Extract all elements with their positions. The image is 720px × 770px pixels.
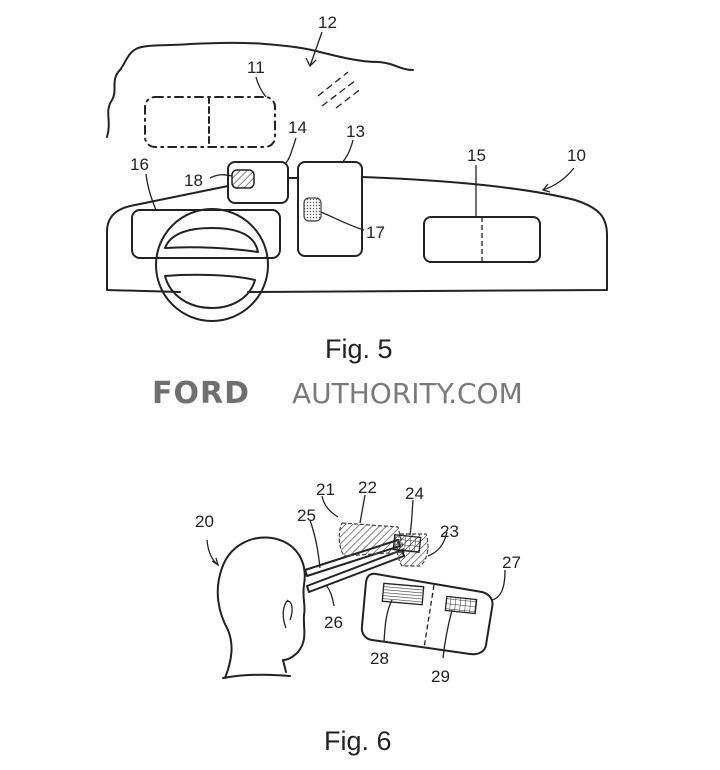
display-13 bbox=[297, 161, 363, 257]
label-15: 15 bbox=[467, 146, 486, 165]
mirror-22 bbox=[338, 522, 405, 557]
label-18: 18 bbox=[184, 171, 203, 190]
label-26: 26 bbox=[324, 613, 343, 632]
label-10: 10 bbox=[567, 146, 586, 165]
label-12: 12 bbox=[318, 13, 337, 32]
label-17: 17 bbox=[366, 223, 385, 242]
label-14: 14 bbox=[288, 118, 307, 137]
fig5-caption: Fig. 5 bbox=[325, 334, 393, 364]
ear bbox=[282, 599, 293, 629]
label-20: 20 bbox=[195, 512, 214, 531]
label-25: 25 bbox=[297, 506, 316, 525]
image-24 bbox=[392, 533, 422, 554]
windshield-12 bbox=[106, 41, 414, 138]
label-24: 24 bbox=[405, 484, 424, 503]
label-16: 16 bbox=[130, 155, 149, 174]
label-28: 28 bbox=[370, 649, 389, 668]
label-22: 22 bbox=[358, 478, 377, 497]
watermark: FORD AUTHORITY.COM bbox=[152, 376, 523, 411]
label-21: 21 bbox=[316, 480, 335, 499]
figure-5: 12 11 14 13 15 10 16 18 17 Fig. 5 bbox=[106, 13, 608, 364]
watermark-brand: FORD bbox=[152, 376, 250, 411]
label-11: 11 bbox=[247, 58, 265, 77]
dashboard-10 bbox=[106, 176, 608, 293]
glare-lines bbox=[317, 71, 363, 109]
fig6-caption: Fig. 6 bbox=[324, 726, 392, 756]
label-23: 23 bbox=[440, 522, 459, 541]
watermark-domain: AUTHORITY.COM bbox=[292, 377, 523, 410]
sensor-18 bbox=[231, 169, 255, 189]
head-20 bbox=[216, 536, 306, 679]
label-29: 29 bbox=[431, 667, 450, 686]
display-27 bbox=[360, 572, 494, 656]
steering-wheel bbox=[155, 208, 269, 322]
sensor-17 bbox=[303, 197, 322, 222]
label-13: 13 bbox=[346, 122, 365, 141]
label-27: 27 bbox=[502, 553, 521, 572]
zone-28 bbox=[381, 582, 425, 606]
display-14 bbox=[227, 161, 289, 204]
display-15 bbox=[423, 216, 541, 263]
figure-6: 20 21 22 24 23 25 26 27 28 29 Fig. 6 bbox=[195, 478, 521, 756]
zone-29 bbox=[444, 595, 478, 615]
